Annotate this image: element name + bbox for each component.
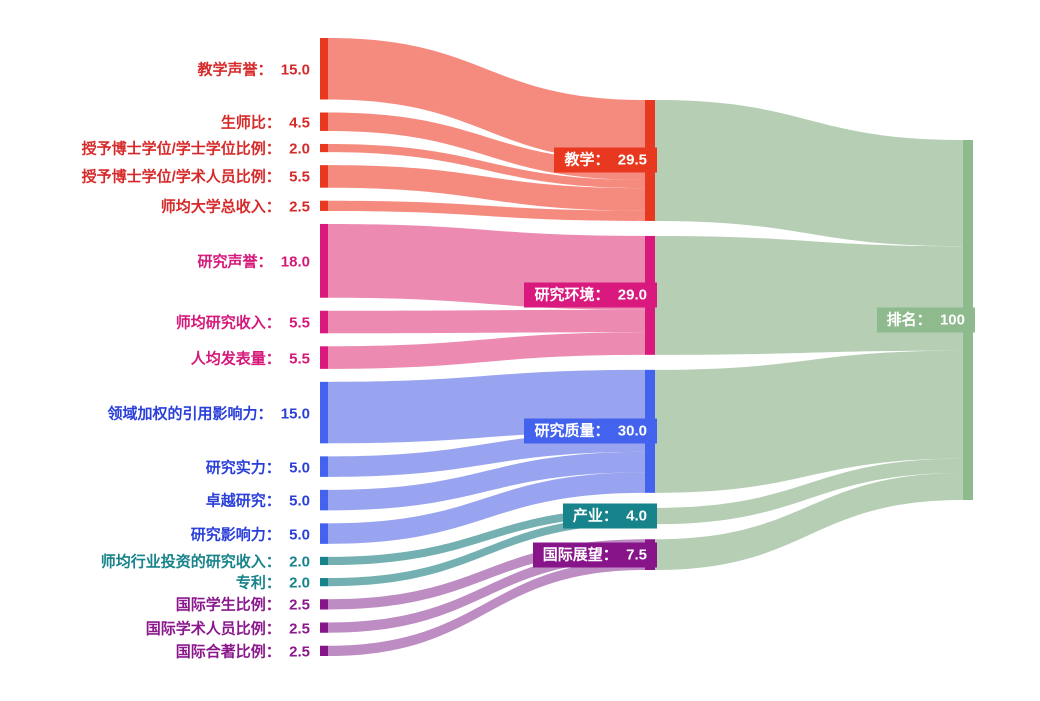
flow-phd_bach-teaching [328,143,645,189]
node-teaching[interactable] [645,100,655,221]
flow-teaching-ranking [655,100,963,247]
node-res_rep[interactable] [320,223,328,298]
flow-research_env-ranking [655,235,963,355]
flow-industry-ranking [655,458,963,525]
node-intl_coauth[interactable] [320,645,328,656]
flow-res_rep-research_env [328,223,645,310]
flow-inst_income-teaching [328,200,645,221]
node-patents[interactable] [320,578,328,587]
node-ranking[interactable] [963,140,973,500]
flow-intl_coauth-international [328,559,645,656]
flow-patents-industry [328,516,645,587]
flow-res_excellence-research_quality [328,451,645,511]
flow-res_income-research_env [328,309,645,334]
node-industry_income[interactable] [320,556,328,566]
node-res_excellence[interactable] [320,489,328,511]
flow-teach_rep-teaching [328,38,645,162]
node-inst_income[interactable] [320,200,328,211]
node-phd_bach[interactable] [320,143,328,153]
node-res_income[interactable] [320,310,328,334]
flow-intl_students-international [328,539,645,610]
node-research_env[interactable] [645,235,655,355]
node-res_influence[interactable] [320,523,328,544]
node-research_quality[interactable] [645,369,655,493]
flow-res_influence-research_quality [328,472,645,544]
flow-productivity-research_env [328,332,645,369]
node-productivity[interactable] [320,346,328,369]
flow-research_quality-ranking [655,350,963,493]
node-international[interactable] [645,539,655,570]
node-teach_rep[interactable] [320,38,328,100]
node-fwci[interactable] [320,381,328,444]
node-intl_students[interactable] [320,599,328,610]
node-industry[interactable] [645,507,655,525]
flow-intl_staff-international [328,549,645,633]
flow-phd_staff-teaching [328,165,645,211]
node-ssr[interactable] [320,112,328,131]
node-phd_staff[interactable] [320,165,328,188]
flow-industry_income-industry [328,507,645,566]
flow-international-ranking [655,473,963,570]
node-res_strength[interactable] [320,456,328,477]
node-intl_staff[interactable] [320,622,328,633]
